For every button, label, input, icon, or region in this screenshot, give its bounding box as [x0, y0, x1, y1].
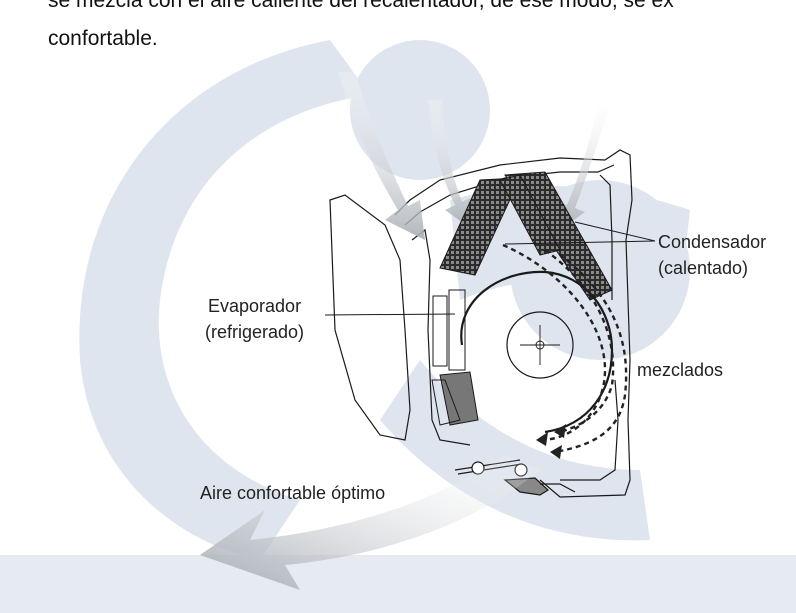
intake-arrows [338, 72, 612, 240]
mixed-air-flow [502, 243, 628, 454]
label-condensador-sub: (calentado) [658, 258, 749, 278]
unit-housing [329, 149, 633, 498]
label-aire-optimo: Aire confortable óptimo [200, 483, 386, 503]
intro-text-line-1: se mezcla con el aire caliente del recal… [48, 0, 674, 12]
fan-drum [460, 270, 614, 434]
label-mezclados: mezclados [637, 360, 724, 380]
mixed-air-arrowheads [536, 424, 566, 459]
label-condensador: Condensador [658, 232, 767, 252]
output-air-arrow [200, 455, 540, 590]
evaporator-coil [431, 289, 479, 426]
label-evaporador: Evaporador [208, 296, 302, 316]
condenser-coil [439, 171, 613, 301]
label-evaporador-sub: (refrigerado) [205, 322, 305, 342]
leader-lines [324, 221, 656, 316]
intro-text-line-2: confortable. [48, 27, 158, 50]
